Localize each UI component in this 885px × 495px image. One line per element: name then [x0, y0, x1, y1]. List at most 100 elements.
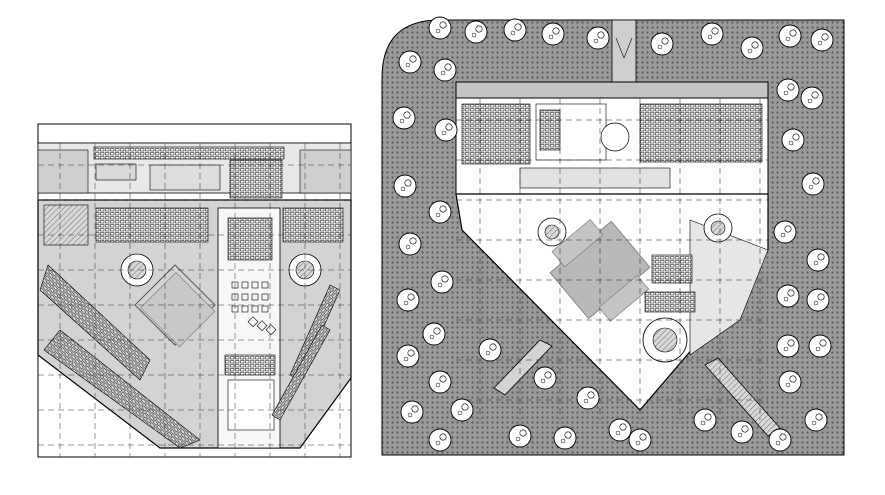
tree-detail	[619, 423, 627, 431]
tree-canopy	[801, 172, 825, 196]
tree-canopy	[503, 18, 527, 42]
tree-detail	[815, 413, 823, 421]
left-diagonal-stacks-2	[43, 329, 201, 449]
tree-detail	[789, 375, 797, 383]
tree-canopy	[508, 424, 532, 448]
tree-detail	[403, 300, 409, 306]
tree-icon	[478, 338, 502, 362]
tree-detail	[737, 432, 743, 438]
tree-icon	[533, 366, 557, 390]
tree-detail	[787, 289, 795, 297]
tree-canopy	[773, 220, 797, 244]
tree-detail	[597, 31, 605, 39]
tree-canopy	[776, 334, 800, 358]
tree-detail	[812, 177, 820, 185]
tree-detail	[435, 382, 441, 388]
furniture-item	[241, 305, 249, 313]
right-site-plan	[381, 16, 845, 456]
tree-icon	[433, 58, 457, 82]
tree-canopy	[804, 408, 828, 432]
tree-icon	[801, 172, 825, 196]
tree-canopy	[700, 22, 724, 46]
tree-detail	[439, 205, 447, 213]
left-diagonal-stacks-1	[39, 264, 151, 381]
tree-icon	[608, 418, 632, 442]
tree-detail	[435, 28, 441, 34]
furniture-item	[251, 281, 259, 289]
tree-detail	[817, 293, 825, 301]
tree-detail	[815, 346, 821, 352]
tree-detail	[789, 29, 797, 37]
tree-icon	[434, 118, 458, 142]
tree-detail	[485, 350, 491, 356]
tree-detail	[808, 184, 814, 190]
tree-canopy	[693, 408, 717, 432]
tree-icon	[776, 284, 800, 308]
furniture-item	[247, 316, 259, 328]
tree-detail	[775, 440, 781, 446]
tree-canopy	[776, 284, 800, 308]
tree-detail	[564, 431, 572, 439]
tree-canopy	[398, 50, 422, 74]
tree-canopy	[650, 32, 674, 56]
tree-detail	[439, 21, 447, 29]
tree-canopy	[478, 338, 502, 362]
tree-icon	[541, 22, 565, 46]
tree-icon	[776, 78, 800, 102]
tree-icon	[396, 344, 420, 368]
tree-icon	[778, 370, 802, 394]
furniture-item	[251, 305, 259, 313]
tree-detail	[707, 34, 713, 40]
tree-canopy	[576, 386, 600, 410]
tree-canopy	[778, 24, 802, 48]
tree-detail	[639, 433, 647, 441]
tree-detail	[587, 391, 595, 399]
furniture-item	[241, 281, 249, 289]
tree-detail	[811, 420, 817, 426]
tree-canopy	[533, 366, 557, 390]
tree-canopy	[450, 398, 474, 422]
tree-canopy	[730, 420, 754, 444]
tree-detail	[811, 91, 819, 99]
right-roof-band	[455, 81, 769, 99]
tree-icon	[804, 408, 828, 432]
tree-detail	[435, 212, 441, 218]
tree-icon	[553, 426, 577, 450]
tree-icon	[508, 424, 532, 448]
tree-detail	[661, 37, 669, 45]
tree-canopy	[428, 200, 452, 224]
tree-canopy	[628, 428, 652, 452]
tree-detail	[407, 349, 415, 357]
tree-icon	[810, 28, 834, 52]
tree-icon	[422, 322, 446, 346]
tree-detail	[615, 430, 621, 436]
tree-detail	[548, 34, 554, 40]
right-entrance-corridor	[611, 19, 637, 83]
tree-detail	[404, 179, 412, 187]
tree-detail	[441, 275, 449, 283]
tree-detail	[792, 133, 800, 141]
tree-icon	[650, 32, 674, 56]
right-ramp-right	[704, 357, 781, 437]
furniture-item	[265, 324, 277, 336]
left-structural-grid	[38, 143, 351, 457]
tree-detail	[783, 90, 789, 96]
tree-canopy	[778, 370, 802, 394]
tree-icon	[693, 408, 717, 432]
tree-icon	[398, 232, 422, 256]
tree-detail	[439, 433, 447, 441]
tree-detail	[514, 23, 522, 31]
tree-icon	[586, 26, 610, 50]
tree-detail	[785, 36, 791, 42]
left-floor-plan	[37, 123, 352, 458]
tree-detail	[821, 33, 829, 41]
tree-canopy	[464, 20, 488, 44]
furniture-item	[261, 305, 269, 313]
tree-icon	[781, 128, 805, 152]
tree-icon	[740, 36, 764, 60]
tree-canopy	[430, 270, 454, 294]
tree-detail	[657, 44, 663, 50]
tree-detail	[435, 440, 441, 446]
